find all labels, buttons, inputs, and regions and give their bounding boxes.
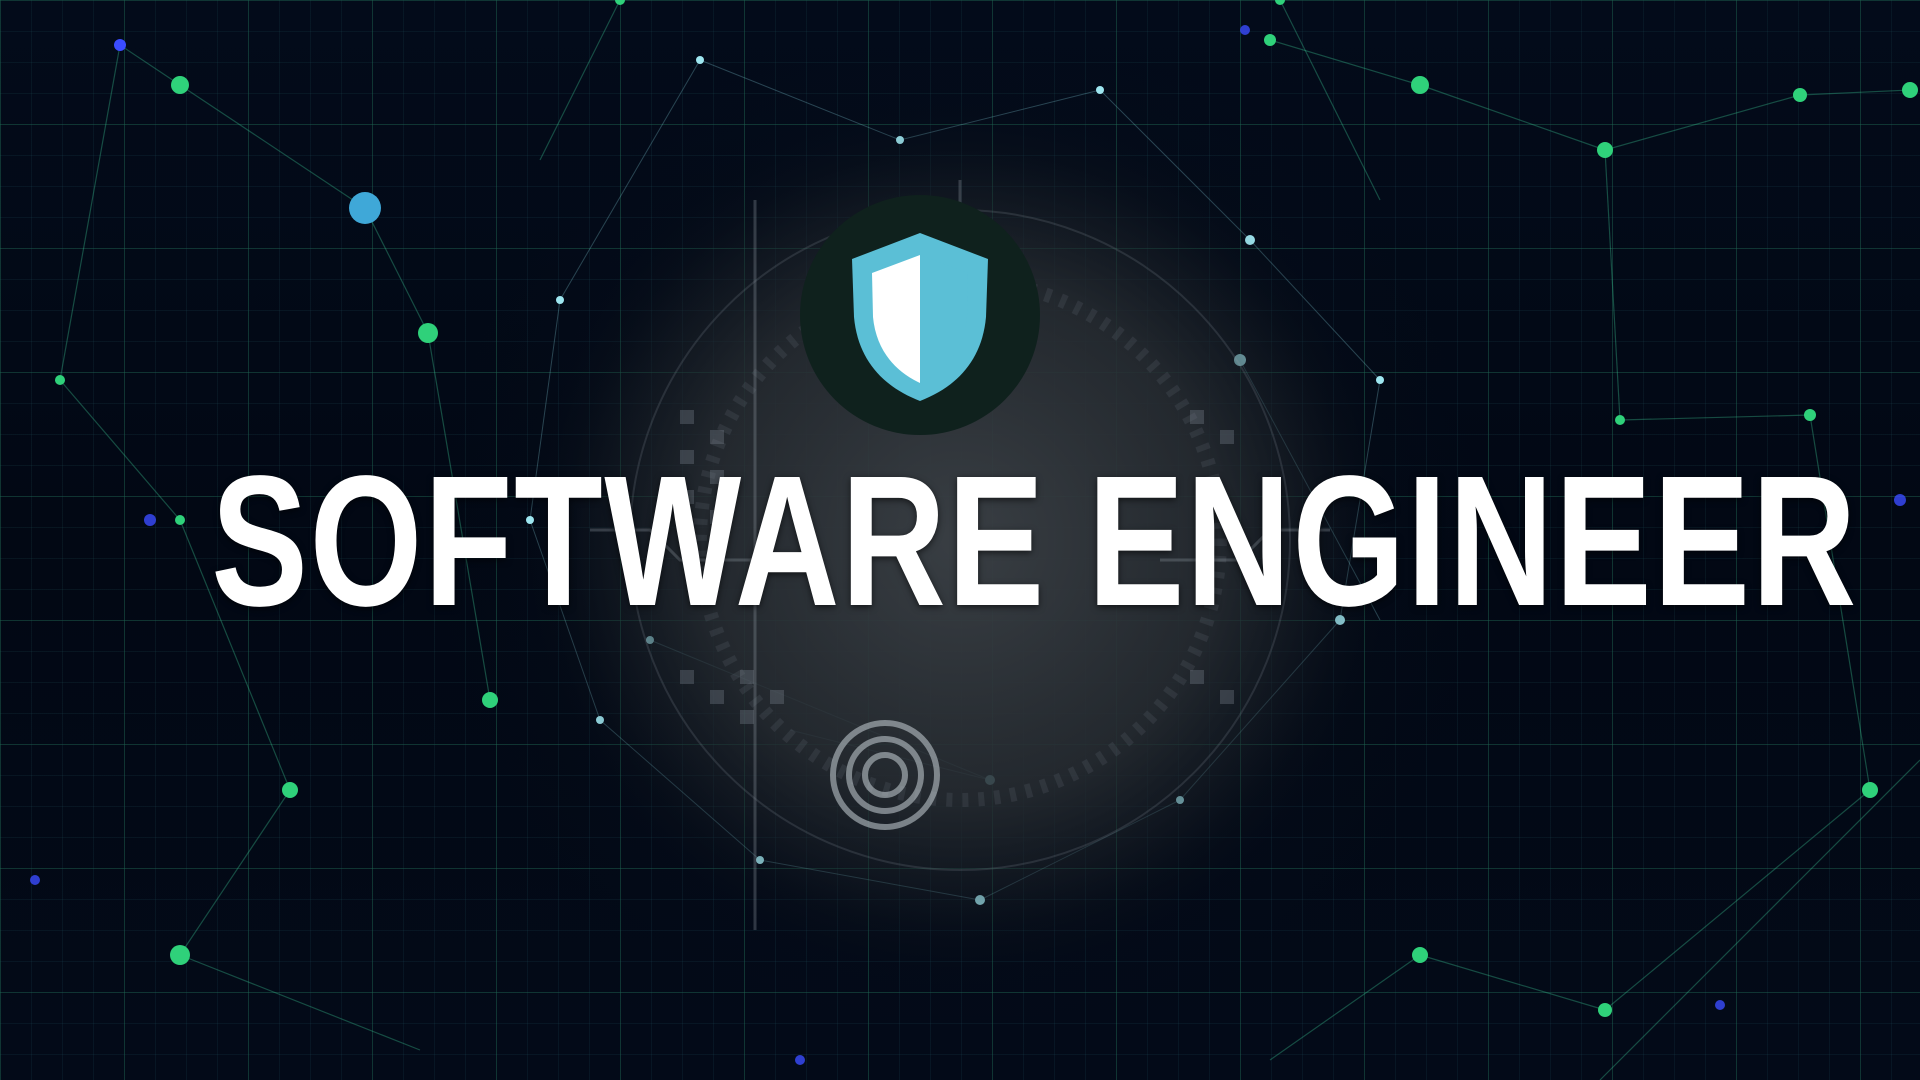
- shield-icon: [852, 233, 988, 401]
- headline-title: SOFTWARE ENGINEER: [211, 438, 1858, 645]
- circuit-core-graphic: [530, 110, 1390, 970]
- shield-badge: [800, 195, 1040, 435]
